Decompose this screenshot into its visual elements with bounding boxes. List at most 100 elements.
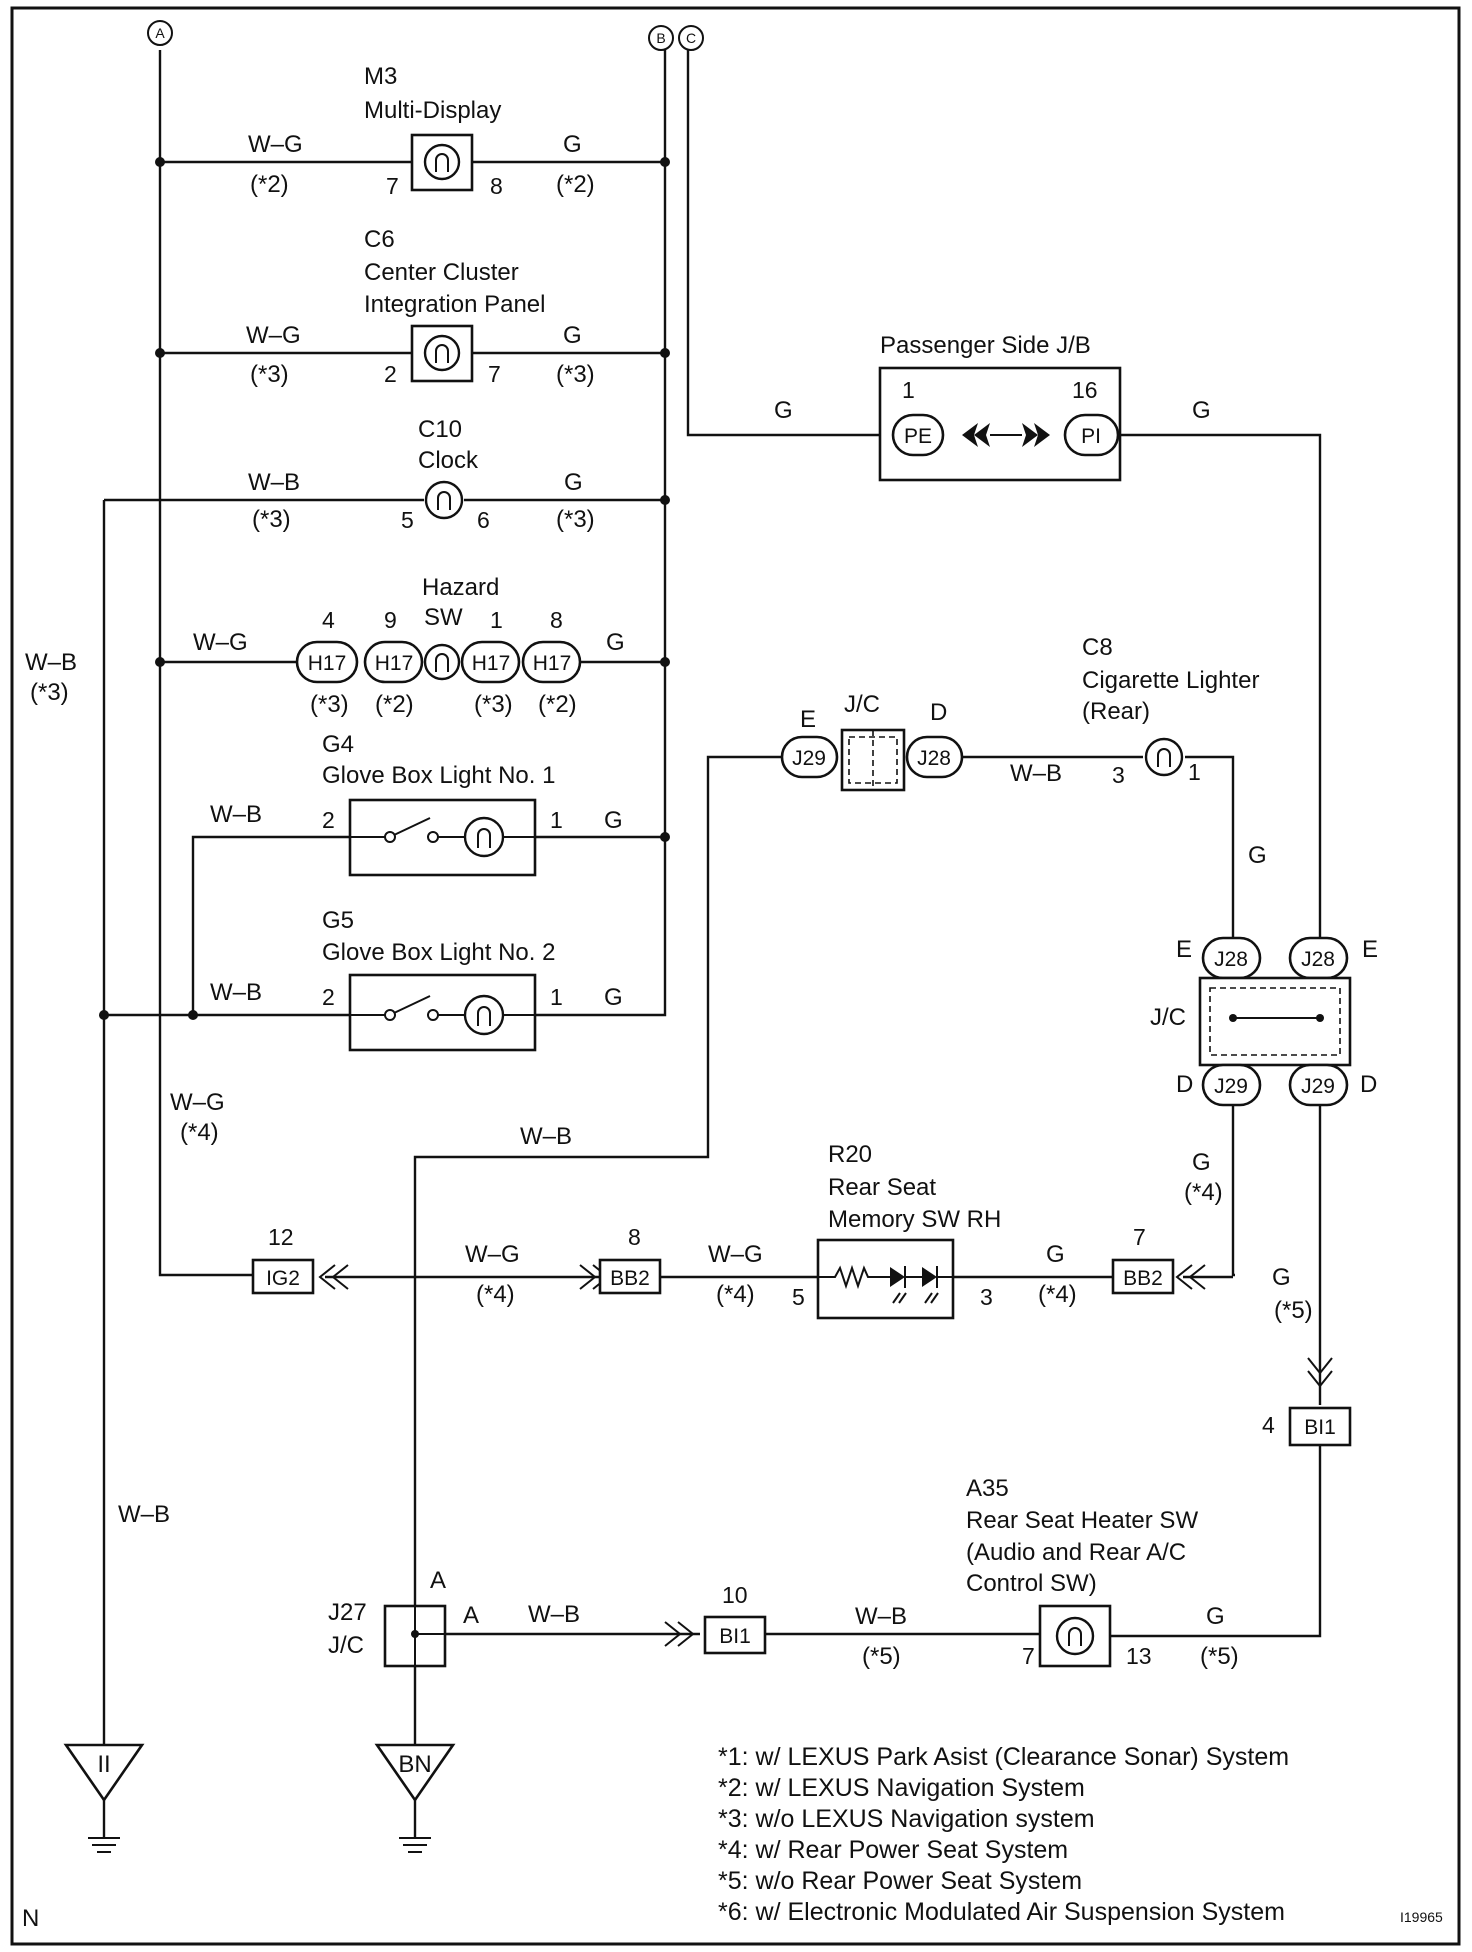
svg-text:G: G xyxy=(1248,842,1267,869)
svg-text:W–B: W–B xyxy=(520,1123,572,1150)
svg-text:H17: H17 xyxy=(472,652,511,675)
svg-text:(*4): (*4) xyxy=(180,1119,219,1146)
svg-text:IG2: IG2 xyxy=(266,1267,300,1290)
svg-text:1: 1 xyxy=(1188,759,1201,785)
svg-text:(*3): (*3) xyxy=(556,361,595,388)
footnote-2: *2: w/ LEXUS Navigation System xyxy=(718,1774,1085,1802)
connector-bb2-right: 7 BB2 xyxy=(1111,1224,1206,1295)
svg-text:D: D xyxy=(930,699,947,726)
svg-text:G: G xyxy=(1046,1241,1065,1268)
hazard-switch: Hazard SW 4 9 1 8 H17 H17 H17 H17 (*3) (… xyxy=(193,574,625,718)
svg-text:G: G xyxy=(564,469,583,496)
svg-text:PI: PI xyxy=(1081,425,1101,448)
svg-text:4: 4 xyxy=(322,607,335,633)
svg-text:J29: J29 xyxy=(792,747,826,770)
bus-a-marker: A xyxy=(147,20,173,46)
footnote-4: *4: w/ Rear Power Seat System xyxy=(718,1836,1068,1864)
g4-glove-box-light-1: G4 Glove Box Light No. 1 2 1 W–B G xyxy=(210,731,623,877)
footnote-5: *5: w/o Rear Power Seat System xyxy=(718,1867,1082,1895)
svg-text:12: 12 xyxy=(268,1224,294,1250)
svg-text:A35: A35 xyxy=(966,1475,1009,1502)
svg-text:J29: J29 xyxy=(1214,1075,1248,1098)
svg-text:W–G: W–G xyxy=(246,322,301,349)
svg-text:9: 9 xyxy=(384,607,397,633)
svg-text:5: 5 xyxy=(401,507,414,533)
footnotes: *1: w/ LEXUS Park Asist (Clearance Sonar… xyxy=(718,1743,1289,1926)
svg-text:(*2): (*2) xyxy=(250,171,289,198)
svg-text:(*4): (*4) xyxy=(1184,1179,1223,1206)
svg-text:(*5): (*5) xyxy=(1200,1643,1239,1670)
bus-c-marker: C xyxy=(678,25,704,51)
svg-text:C: C xyxy=(686,30,696,46)
svg-text:Center Cluster: Center Cluster xyxy=(364,259,519,286)
svg-text:Rear Seat Heater SW: Rear Seat Heater SW xyxy=(966,1507,1198,1534)
svg-text:A: A xyxy=(155,25,165,41)
svg-text:(*3): (*3) xyxy=(474,691,513,718)
svg-text:SW: SW xyxy=(424,604,463,631)
svg-text:G: G xyxy=(604,807,623,834)
svg-text:BB2: BB2 xyxy=(1123,1267,1163,1290)
svg-text:1: 1 xyxy=(902,377,915,403)
svg-text:W–B: W–B xyxy=(210,979,262,1006)
svg-text:BN: BN xyxy=(398,1751,431,1778)
svg-text:16: 16 xyxy=(1072,377,1098,403)
svg-text:G: G xyxy=(1192,1149,1211,1176)
svg-text:G: G xyxy=(606,629,625,656)
c10-clock: C10 Clock 5 6 W–B (*3) G (*3) xyxy=(248,416,595,533)
svg-text:7: 7 xyxy=(1022,1643,1035,1669)
svg-text:J/C: J/C xyxy=(844,691,880,718)
svg-text:Clock: Clock xyxy=(418,447,479,474)
svg-text:(Rear): (Rear) xyxy=(1082,698,1150,725)
figure-id: I19965 xyxy=(1400,1909,1443,1925)
svg-text:Multi-Display: Multi-Display xyxy=(364,97,501,124)
svg-text:(*3): (*3) xyxy=(252,506,291,533)
svg-text:BB2: BB2 xyxy=(610,1267,650,1290)
svg-text:PE: PE xyxy=(904,425,932,448)
svg-text:7: 7 xyxy=(1133,1224,1146,1250)
svg-text:A: A xyxy=(430,1567,446,1594)
c6-center-cluster: C6 Center Cluster Integration Panel 2 7 … xyxy=(246,226,595,388)
svg-text:C10: C10 xyxy=(418,416,462,443)
svg-text:E: E xyxy=(800,706,816,733)
svg-text:Cigarette Lighter: Cigarette Lighter xyxy=(1082,667,1259,694)
svg-text:W–G: W–G xyxy=(708,1241,763,1268)
wire-labels: W–B (*3) W–G (*4) W–B W–B W–G (*4) W–G (… xyxy=(25,649,1313,1670)
svg-text:1: 1 xyxy=(550,807,563,833)
svg-text:(*2): (*2) xyxy=(556,171,595,198)
connector-bi1-right: BI1 4 xyxy=(1262,1357,1352,1447)
footnote-6: *6: w/ Electronic Modulated Air Suspensi… xyxy=(718,1898,1285,1926)
svg-text:W–B: W–B xyxy=(528,1601,580,1628)
svg-text:(*5): (*5) xyxy=(1274,1297,1313,1324)
svg-text:(Audio and Rear A/C: (Audio and Rear A/C xyxy=(966,1539,1186,1566)
svg-text:R20: R20 xyxy=(828,1141,872,1168)
svg-text:J/C: J/C xyxy=(1150,1004,1186,1031)
svg-text:(*3): (*3) xyxy=(310,691,349,718)
svg-text:W–B: W–B xyxy=(25,649,77,676)
a35-rear-seat-heater-switch: A35 Rear Seat Heater SW (Audio and Rear … xyxy=(966,1475,1198,1669)
svg-text:H17: H17 xyxy=(375,652,414,675)
svg-text:6: 6 xyxy=(477,507,490,533)
svg-text:J29: J29 xyxy=(1301,1075,1335,1098)
svg-text:C8: C8 xyxy=(1082,634,1113,661)
svg-text:B: B xyxy=(656,30,665,46)
passenger-side-jb: Passenger Side J/B 1 16 PE PI G G xyxy=(774,332,1211,482)
svg-text:Integration Panel: Integration Panel xyxy=(364,291,545,318)
svg-text:C6: C6 xyxy=(364,226,395,253)
svg-text:W–B: W–B xyxy=(248,469,300,496)
svg-text:10: 10 xyxy=(722,1582,748,1608)
svg-text:II: II xyxy=(97,1751,110,1778)
ground-ii: II xyxy=(63,1743,145,1853)
svg-text:H17: H17 xyxy=(533,652,572,675)
svg-text:G: G xyxy=(1192,397,1211,424)
ground-bn: BN xyxy=(374,1743,456,1853)
svg-text:Hazard: Hazard xyxy=(422,574,499,601)
connector-ig2: 12 IG2 xyxy=(251,1224,349,1295)
j27-junction-connector: J27 J/C A A xyxy=(328,1567,479,1668)
svg-text:2: 2 xyxy=(384,361,397,387)
svg-text:3: 3 xyxy=(1112,762,1125,788)
svg-text:W–G: W–G xyxy=(193,629,248,656)
svg-text:A: A xyxy=(463,1602,479,1629)
svg-text:BI1: BI1 xyxy=(1304,1416,1336,1439)
svg-text:W–G: W–G xyxy=(170,1089,225,1116)
diagram-frame xyxy=(10,6,1461,1946)
